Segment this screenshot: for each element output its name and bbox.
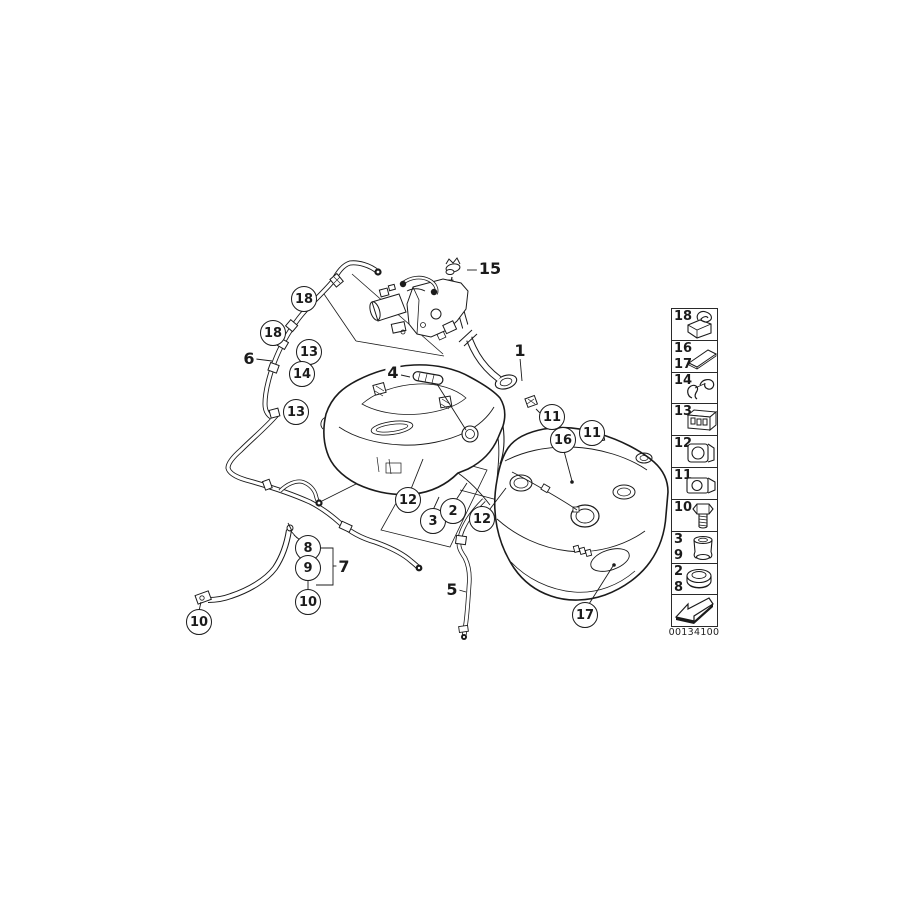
adhesive-pad-icon	[688, 349, 717, 370]
legend-number: 10	[674, 499, 693, 515]
legend-number: 14	[674, 372, 693, 388]
clip-nut-icon	[687, 443, 715, 463]
callout-17[interactable]: 17	[572, 602, 598, 628]
fuel-tank	[320, 364, 669, 601]
legend-row-12[interactable]: 12	[671, 435, 718, 469]
legend-row-13[interactable]: 13	[671, 403, 718, 437]
clip-nut-icon	[686, 477, 716, 494]
expansion-line	[454, 500, 484, 640]
callout-7[interactable]: 7	[336, 557, 352, 576]
callout-13[interactable]: 13	[296, 339, 322, 365]
callout-15[interactable]: 15	[476, 259, 504, 278]
legend-row-10[interactable]: 10	[671, 498, 718, 532]
callout-12[interactable]: 12	[395, 487, 421, 513]
callout-6[interactable]: 6	[241, 349, 257, 368]
legend-number: 16	[674, 340, 693, 356]
direction-arrow-icon	[674, 597, 714, 625]
spacer-bushing-icon	[693, 535, 713, 560]
callout-11[interactable]: 11	[539, 404, 565, 430]
line-clips	[261, 272, 353, 533]
double-clip-icon	[687, 378, 715, 400]
legend-row-3-9[interactable]: 3 9	[671, 530, 718, 564]
callout-16[interactable]: 16	[550, 427, 576, 453]
callout-13[interactable]: 13	[283, 399, 309, 425]
grommet-icon	[686, 568, 712, 588]
callout-5[interactable]: 5	[444, 580, 460, 599]
legend-row-arrow[interactable]	[671, 594, 718, 628]
callout-1[interactable]: 1	[512, 341, 528, 360]
legend-number: 17	[674, 356, 693, 372]
callout-18[interactable]: 18	[291, 286, 317, 312]
callout-9[interactable]: 9	[295, 555, 321, 581]
legend-number: 2	[674, 563, 684, 579]
legend-row-18[interactable]: 18	[671, 308, 718, 341]
legend-number: 9	[674, 547, 684, 563]
callout-12[interactable]: 12	[469, 506, 495, 532]
callout-10[interactable]: 10	[186, 609, 212, 635]
tension-strap	[194, 522, 294, 605]
legend-number: 18	[674, 309, 693, 324]
callout-11[interactable]: 11	[579, 420, 605, 446]
doc-number: 00134100	[668, 627, 720, 638]
legend-number: 3	[674, 531, 684, 547]
hex-bolt-icon	[692, 503, 714, 529]
callout-18[interactable]: 18	[260, 320, 286, 346]
legend-row-14[interactable]: 14	[671, 371, 718, 405]
callout-4[interactable]: 4	[385, 363, 401, 382]
line-clamp-icon	[686, 409, 717, 432]
legend-row-16-17[interactable]: 16 17	[671, 339, 718, 373]
callout-14[interactable]: 14	[289, 361, 315, 387]
hose-holder-icon	[687, 310, 712, 339]
callout-10[interactable]: 10	[295, 589, 321, 615]
legend-row-11[interactable]: 11	[671, 467, 718, 501]
legend-row-2-8[interactable]: 2 8	[671, 562, 718, 596]
part4-sleeve	[412, 371, 444, 385]
pump-assembly	[369, 275, 469, 341]
legend-number: 8	[674, 579, 684, 595]
callout-2[interactable]: 2	[440, 498, 466, 524]
fuel-feed-line	[228, 263, 423, 572]
legend-panel: 18 16 17 14 13 12	[671, 308, 718, 628]
